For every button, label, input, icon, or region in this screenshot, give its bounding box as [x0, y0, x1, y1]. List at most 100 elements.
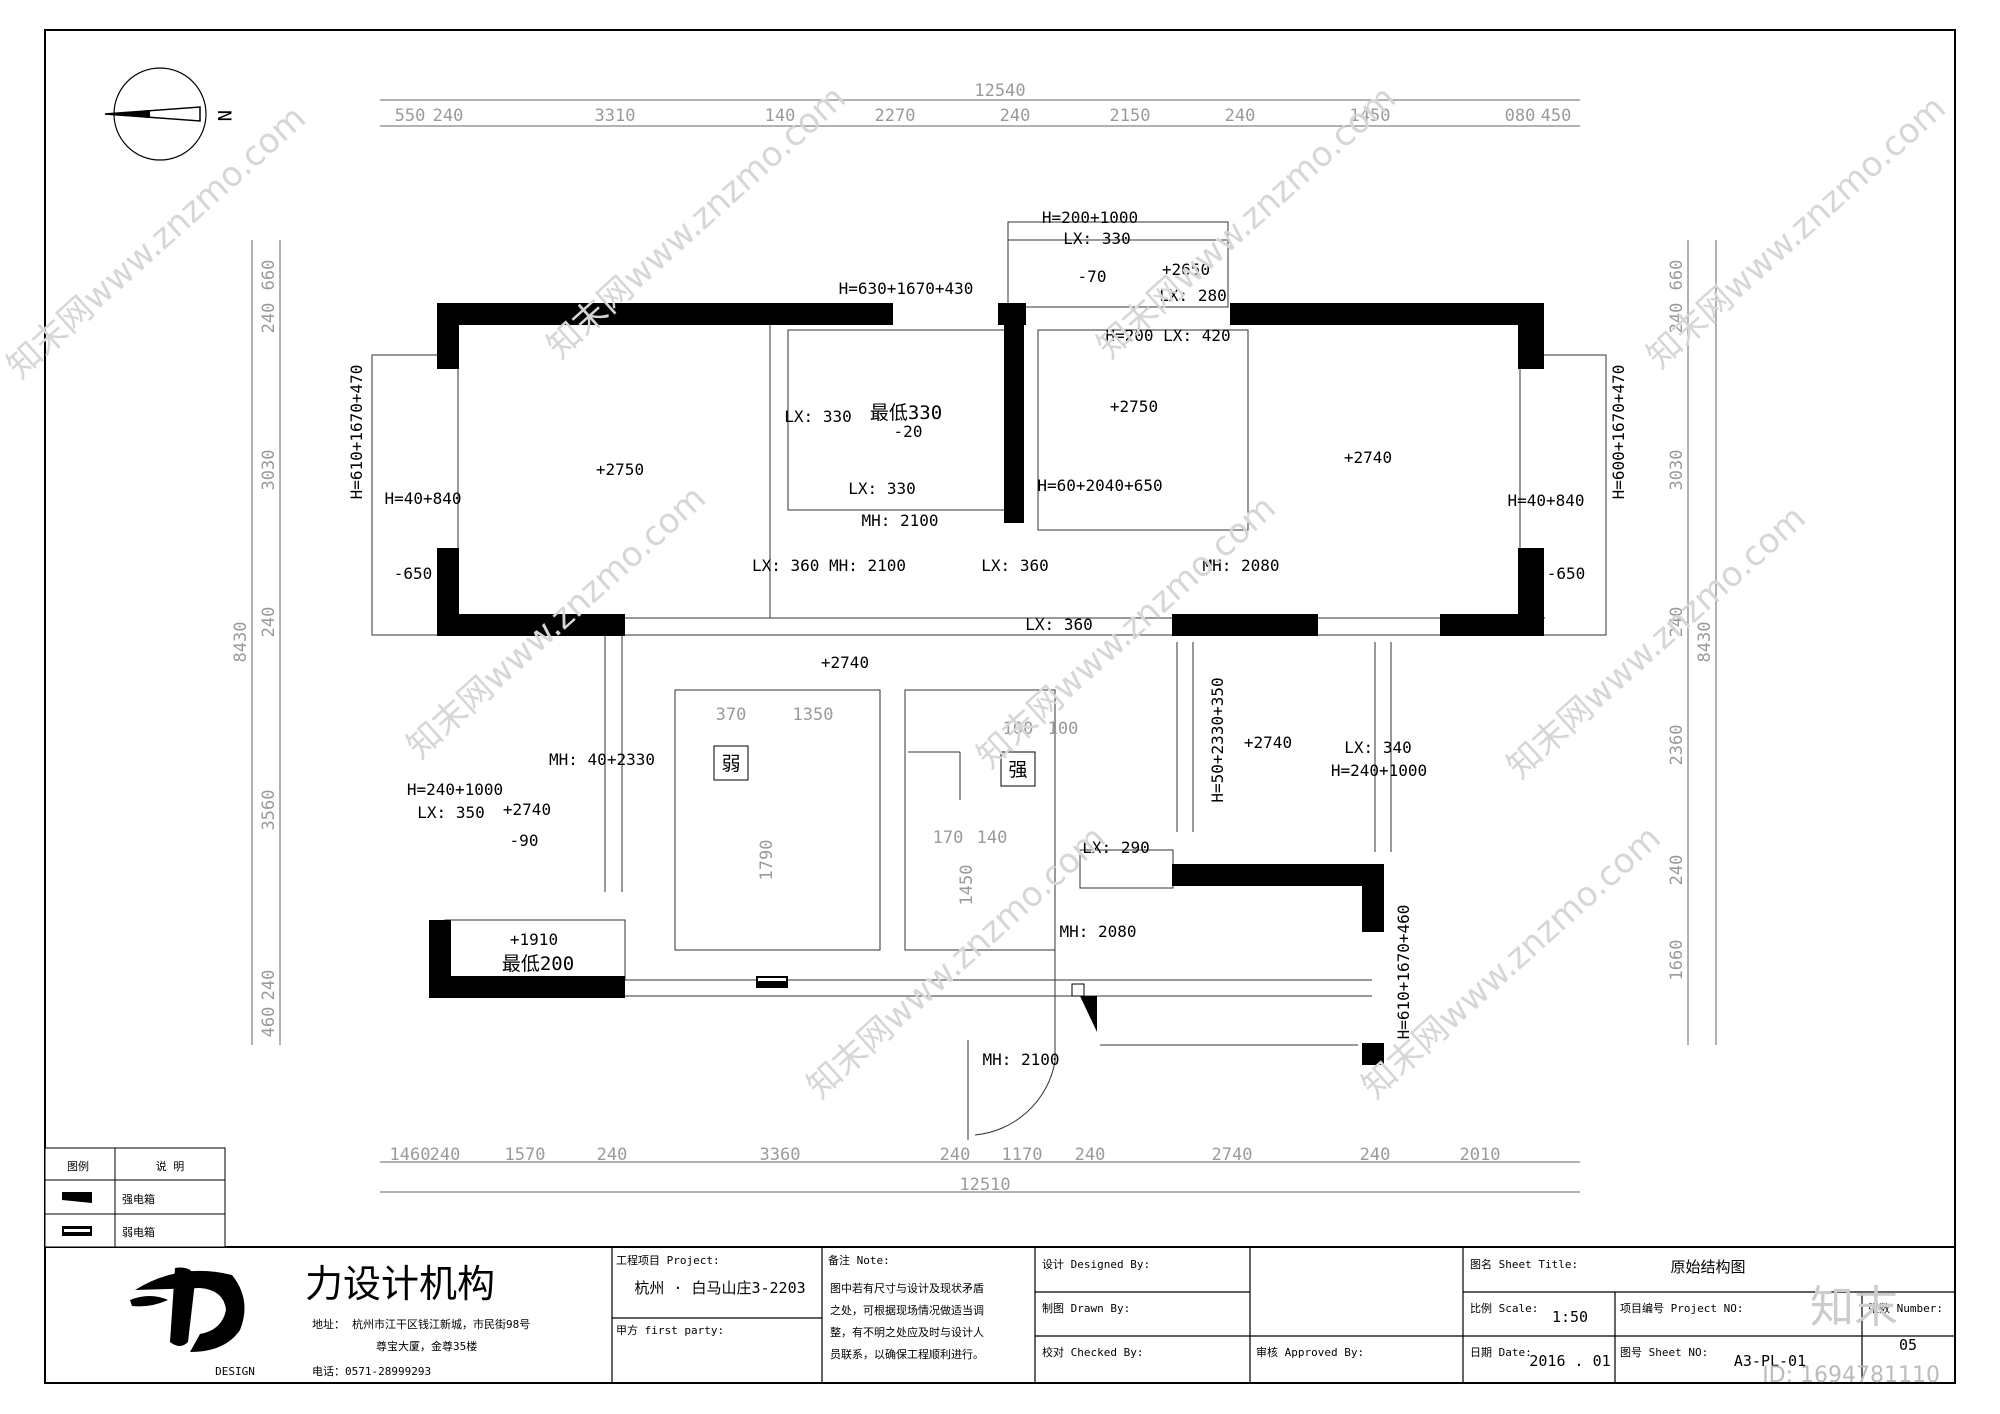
- annotation: H=610+1670+470: [347, 365, 366, 500]
- sheet-no-value: A3-PL-01: [1734, 1352, 1806, 1370]
- annotation: 170: [933, 828, 964, 848]
- annotation: -70: [1078, 267, 1107, 286]
- bottom-total-dim: 12510: [959, 1175, 1010, 1195]
- annotation: MH: 2080: [1059, 922, 1136, 941]
- annotation: LX: 330: [848, 479, 915, 498]
- left-dim: 660: [259, 260, 279, 291]
- watermark-text: 知末网www.znzmo.com: [1639, 88, 1953, 377]
- address-label: 地址：: [312, 1317, 345, 1331]
- right-total-dim: 8430: [1695, 622, 1715, 663]
- left-dim: 240: [259, 970, 279, 1001]
- legend-col2: 说 明: [156, 1159, 185, 1173]
- date-value: 2016 . 01: [1529, 1352, 1610, 1370]
- sheet-title-value: 原始结构图: [1670, 1258, 1745, 1276]
- right-dim: 240: [1667, 607, 1687, 638]
- annotation: 100: [1003, 719, 1034, 739]
- note-line: 员联系，以确保工程顺利进行。: [830, 1347, 984, 1361]
- annotation: H=40+840: [384, 489, 461, 508]
- watermark: 知末网www.znzmo.com 知末网www.znzmo.com 知末网www…: [0, 78, 1954, 1107]
- top-dim: 240: [1000, 106, 1031, 126]
- sheets-value: 05: [1899, 1336, 1917, 1354]
- legend: 图例 说 明 强电箱 弱电箱: [44, 1147, 226, 1248]
- top-dim: 3310: [595, 106, 636, 126]
- annotation: +2740: [1244, 733, 1292, 752]
- annotation: -650: [394, 564, 433, 583]
- weak-box-frame: [713, 745, 749, 781]
- left-total-dim: 8430: [231, 622, 251, 663]
- top-dim-segments: 550 240 3310 140 2270 240 2150 240 1450 …: [395, 106, 1572, 126]
- top-dim: 2270: [875, 106, 916, 126]
- left-dim: 460: [259, 1007, 279, 1038]
- project-value: 杭州 · 白马山庄3-2203: [634, 1279, 805, 1297]
- plan-annotations: H=200+1000 LX: 330 -70 +2650 LX: 280 H=6…: [347, 208, 1628, 1069]
- left-dim: 240: [259, 607, 279, 638]
- left-dim: 3560: [259, 790, 279, 831]
- designed-by-label: 设计 Designed By:: [1042, 1258, 1150, 1271]
- note-label: 备注 Note:: [828, 1253, 890, 1267]
- annotation: LX: 340: [1344, 738, 1411, 757]
- annotation: -20: [894, 422, 923, 441]
- date-label: 日期 Date:: [1470, 1346, 1532, 1359]
- top-dim: 550: [395, 106, 426, 126]
- annotation: LX: 360 MH: 2100: [752, 556, 906, 575]
- right-dim: 1660: [1667, 940, 1687, 981]
- right-dim-segments: 660 240 3030 240 2360 240 1660: [1667, 260, 1687, 981]
- strong-box-label: 强: [1008, 759, 1027, 781]
- annotation: 1790: [757, 840, 777, 881]
- top-dim: 140: [765, 106, 796, 126]
- checked-by-label: 校对 Checked By:: [1042, 1345, 1143, 1359]
- annotation: 140: [977, 828, 1008, 848]
- bottom-dim: 2010: [1460, 1145, 1501, 1165]
- bottom-dim: 240: [597, 1145, 628, 1165]
- project-no-label: 项目编号 Project NO:: [1620, 1301, 1743, 1315]
- company-logo-icon: [130, 1267, 245, 1352]
- top-dim: 240: [1225, 106, 1256, 126]
- right-dim: 240: [1667, 303, 1687, 334]
- left-dim-segments: 660 240 3030 240 3560 240 460: [259, 260, 279, 1038]
- left-dimensions: [251, 240, 281, 1045]
- annotation: LX: 350: [417, 803, 484, 822]
- watermark-text: 知末网www.znzmo.com: [0, 98, 314, 387]
- top-dim: 2150: [1110, 106, 1151, 126]
- bottom-dim: 1460: [390, 1145, 431, 1165]
- annotation: +2740: [1344, 448, 1392, 467]
- sheet-no-label: 图号 Sheet NO:: [1620, 1346, 1708, 1359]
- annotation: H=610+1670+460: [1394, 905, 1413, 1040]
- annotation: MH: 2080: [1202, 556, 1279, 575]
- scale-value: 1:50: [1552, 1308, 1588, 1326]
- annotation: H=200 LX: 420: [1105, 326, 1230, 345]
- bottom-dim: 2740: [1212, 1145, 1253, 1165]
- annotation: LX: 360: [981, 556, 1048, 575]
- watermark-text: 知末网www.znzmo.com: [799, 818, 1113, 1107]
- thin-outlines: [371, 221, 1607, 1140]
- annotation: LX: 330: [784, 407, 851, 426]
- bottom-dim: 1570: [505, 1145, 546, 1165]
- annotation: H=240+1000: [407, 780, 503, 799]
- brand-watermark: 知末: [1810, 1282, 1898, 1333]
- sheet-border: [44, 29, 1956, 1384]
- first-party-label: 甲方 first party:: [616, 1323, 724, 1337]
- structural-walls: [429, 303, 1544, 1065]
- top-dim: 080: [1505, 106, 1536, 126]
- annotation: 370: [716, 705, 747, 725]
- annotation: H=200+1000: [1042, 208, 1138, 227]
- bottom-dim: 240: [1360, 1145, 1391, 1165]
- top-dim: 240: [433, 106, 464, 126]
- image-id-watermark: ID: 1694781110: [1762, 1363, 1940, 1388]
- annotation: H=600+1670+470: [1609, 365, 1628, 500]
- sheet-title-label: 图名 Sheet Title:: [1470, 1257, 1578, 1271]
- drawn-by-label: 制图 Drawn By:: [1042, 1302, 1130, 1315]
- annotation: +2650: [1162, 260, 1210, 279]
- note-line: 整，有不明之处应及时与设计人: [830, 1325, 984, 1339]
- north-arrow-icon: N: [104, 67, 235, 161]
- annotation: MH: 2100: [861, 511, 938, 530]
- annotation: +2750: [596, 460, 644, 479]
- legend-item: 弱电箱: [122, 1225, 155, 1239]
- annotation: +2740: [503, 800, 551, 819]
- company-name: 力设计机构: [305, 1262, 495, 1306]
- annotation: 1350: [793, 705, 834, 725]
- annotation: -90: [510, 831, 539, 850]
- annotation: 1450: [957, 865, 977, 906]
- left-dim: 240: [259, 303, 279, 334]
